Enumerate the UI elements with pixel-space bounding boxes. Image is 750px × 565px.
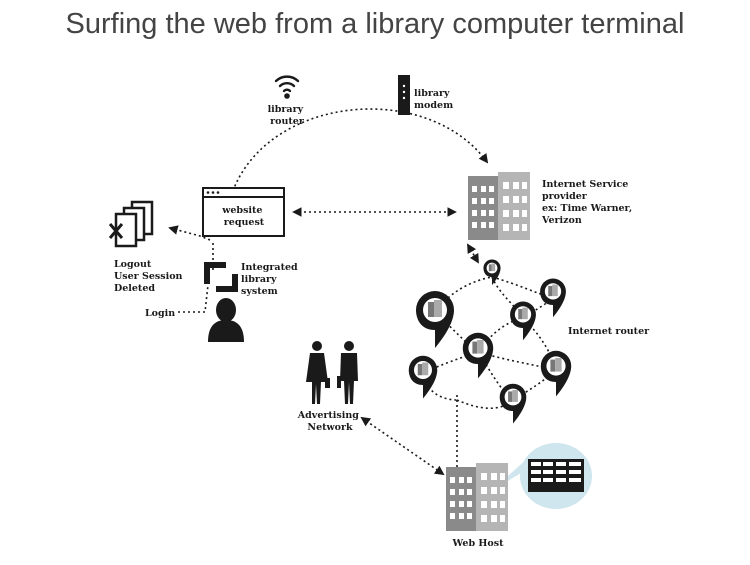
arrow-isp-to-routers [467,243,479,264]
logout-windows-icon [108,200,154,248]
arrow-request-to-logout [168,225,211,241]
router-label: library router [268,104,307,127]
router-pin-icon-small [483,259,501,286]
arrow-ad-to-webhost [360,416,445,476]
isp-building-icon [468,172,530,240]
person-woman-icon [306,341,330,404]
router-pin-icon-large [416,291,454,348]
modem-icon [398,75,410,115]
page-title: Surfing the web from a library computer … [65,8,685,40]
ils-label: Integrated library system [241,262,301,297]
browser-window-icon [202,187,285,237]
advertising-label: Advertising Network [297,410,362,433]
router-pin-icon [462,332,494,379]
logout-label: Logout User Session Deleted [114,259,186,294]
router-pin-icon [540,278,566,318]
user-avatar-icon [208,298,244,342]
web-host-label: Web Host [452,538,505,549]
arc-router-to-isp [224,108,489,236]
ils-logo-icon [204,262,238,292]
web-host-building-icon [446,463,508,531]
router-pin-icon [499,383,527,424]
advertising-people-icon [306,341,358,404]
server-rack-icon [528,459,584,492]
isp-label: Internet Service provider ex: Time Warne… [541,179,636,226]
internet-router-pins [408,259,572,424]
server-bubble [490,443,592,509]
modem-label: library modem [414,88,453,111]
line-login-to-ils [178,284,209,313]
router-pin-icon [540,350,572,397]
internet-router-label: Internet router [568,326,650,337]
wifi-router-icon [274,75,300,99]
router-pin-icon [510,301,536,341]
website-request-label: website request [221,205,266,228]
person-man-icon [337,341,358,404]
login-label: Login [145,308,175,319]
